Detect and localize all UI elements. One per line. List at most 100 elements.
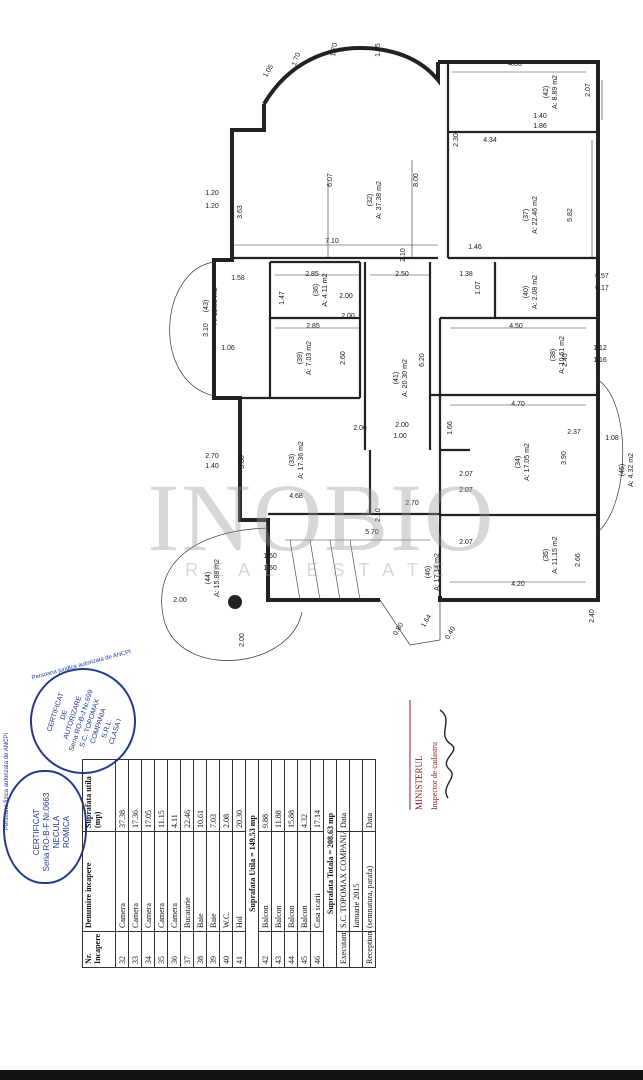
table-cell: 38 — [193, 931, 207, 968]
table-cell: 7.03 — [206, 759, 220, 832]
dimension-label: 2.10 — [400, 248, 407, 262]
dimension-label: 2.70 — [205, 453, 219, 460]
table-cell — [349, 759, 363, 832]
dimension-label: 2.37 — [567, 429, 581, 436]
dimension-label: 1.06 — [221, 345, 235, 352]
table-cell: 37.38 — [115, 759, 129, 832]
table-cell: 15.88 — [284, 759, 298, 832]
dimension-label: 1.46 — [468, 244, 482, 251]
table-cell: 32 — [115, 931, 129, 968]
dimension-label: 2.07 — [585, 83, 592, 97]
dimension-label: 1.00 — [393, 433, 407, 440]
room-label-45: (45)A: 4.32 m2 — [619, 453, 635, 487]
table-cell: 39 — [206, 931, 220, 968]
dimension-label: 3.80 — [239, 455, 246, 469]
dimension-label: 3.63 — [237, 205, 244, 219]
dimension-label: 1.20 — [205, 190, 219, 197]
dimension-label: 1.50 — [263, 553, 277, 560]
dimension-label: 1.64 — [420, 614, 433, 629]
dimension-label: 6.20 — [419, 353, 426, 367]
dimension-label: 4.70 — [511, 401, 525, 408]
dimension-label: 2.00 — [239, 633, 246, 647]
table-footer-receptionat: Receptionat,(semnatura, parafa)Data — [362, 759, 376, 968]
dimension-label: 2.00 — [339, 293, 353, 300]
table-cell: (semnatura, parafa) — [362, 831, 376, 932]
dimension-label: 1.38 — [459, 271, 473, 278]
dimension-label: 2.85 — [306, 323, 320, 330]
dimension-label: 1.05 — [375, 43, 382, 57]
table-cell: Receptionat, — [362, 931, 376, 968]
header-denumire: Denumire incapere — [82, 831, 116, 932]
dimension-label: 1.12 — [593, 345, 607, 352]
dimension-lines — [232, 71, 603, 583]
stamp-line: NECULA — [52, 815, 61, 849]
dimension-label: 3.90 — [561, 451, 568, 465]
dimension-label: 4.68 — [289, 493, 303, 500]
dimension-label: 4.86 — [508, 61, 522, 68]
dimension-label: 6.07 — [327, 173, 334, 187]
dimension-label: 1.05 — [262, 64, 275, 79]
dimension-label: 2.60 — [340, 351, 347, 365]
table-cell: 40 — [219, 931, 233, 968]
table-summary-cell: Suprafata Totala = 208.63 mp — [323, 759, 337, 968]
room-label-32: (32)A: 37.38 m2 — [367, 181, 383, 219]
table-cell: 37 — [180, 931, 194, 968]
column-marker — [228, 595, 242, 609]
table-cell: 2.08 — [219, 759, 233, 832]
header-nr: Nr. Incapere — [82, 931, 116, 968]
table-cell: Casa scarii — [310, 831, 324, 932]
dimension-label: 1.16 — [593, 357, 607, 364]
dimension-label: 1.70 — [330, 42, 339, 57]
dimension-label: 2.10 — [375, 508, 382, 522]
table-cell — [349, 931, 363, 968]
personal-stamp-ring: Persoana fizica autorizata de ANCPI — [4, 732, 10, 830]
table-cell: 17.14 — [310, 759, 324, 832]
dimension-label: 1.58 — [231, 275, 245, 282]
table-cell: Camera — [141, 831, 155, 932]
table-cell: 17.05 — [141, 759, 155, 832]
table-cell: Baie — [206, 831, 220, 932]
balcony-45-arc — [597, 379, 624, 533]
inspector-signature — [409, 700, 455, 810]
dimension-label: 1.08 — [605, 435, 619, 442]
dimension-label: 2.07 — [459, 471, 473, 478]
dimension-label: 0.40 — [444, 626, 457, 641]
dimension-label: 8.00 — [413, 173, 420, 187]
table-summary-cell: Suprafata Utila = 149.53 mp — [245, 759, 259, 968]
table-cell: 42 — [258, 931, 272, 968]
table-cell: Camera — [154, 831, 168, 932]
dimension-label: 4.50 — [509, 323, 523, 330]
table-subtotal-row: Suprafata Utila = 149.53 mp — [245, 759, 259, 968]
table-cell: Baie — [193, 831, 207, 932]
room-label-44: (44)A: 15.88 m2 — [205, 559, 221, 597]
dimension-label: 5.70 — [365, 529, 379, 536]
inspector-stamp: MINISTERUL Inspector de cadastru — [400, 690, 470, 820]
table-cell: Data — [362, 759, 376, 832]
arched-bay-wall — [262, 45, 440, 106]
table-cell: 44 — [284, 931, 298, 968]
dimension-label: 2.30 — [453, 133, 460, 147]
header-suprafata: Suprafata utila (mp) — [82, 759, 116, 832]
table-cell: 9.88 — [258, 759, 272, 832]
dimension-label: 5.82 — [567, 208, 574, 222]
dimension-label: 4.34 — [483, 137, 497, 144]
dimension-label: 2.50 — [395, 271, 409, 278]
table-footer-date: Ianuarie 2015 — [349, 759, 363, 968]
dimension-label: 1.50 — [263, 565, 277, 572]
entrance-bay — [379, 599, 441, 646]
dimension-label: 1.20 — [205, 203, 219, 210]
dimension-label: 0.17 — [595, 285, 609, 292]
balcony-44-arc — [161, 527, 303, 661]
table-cell: Camera — [128, 831, 142, 932]
table-cell: 17.36 — [128, 759, 142, 832]
table-cell: 20.30 — [232, 759, 246, 832]
